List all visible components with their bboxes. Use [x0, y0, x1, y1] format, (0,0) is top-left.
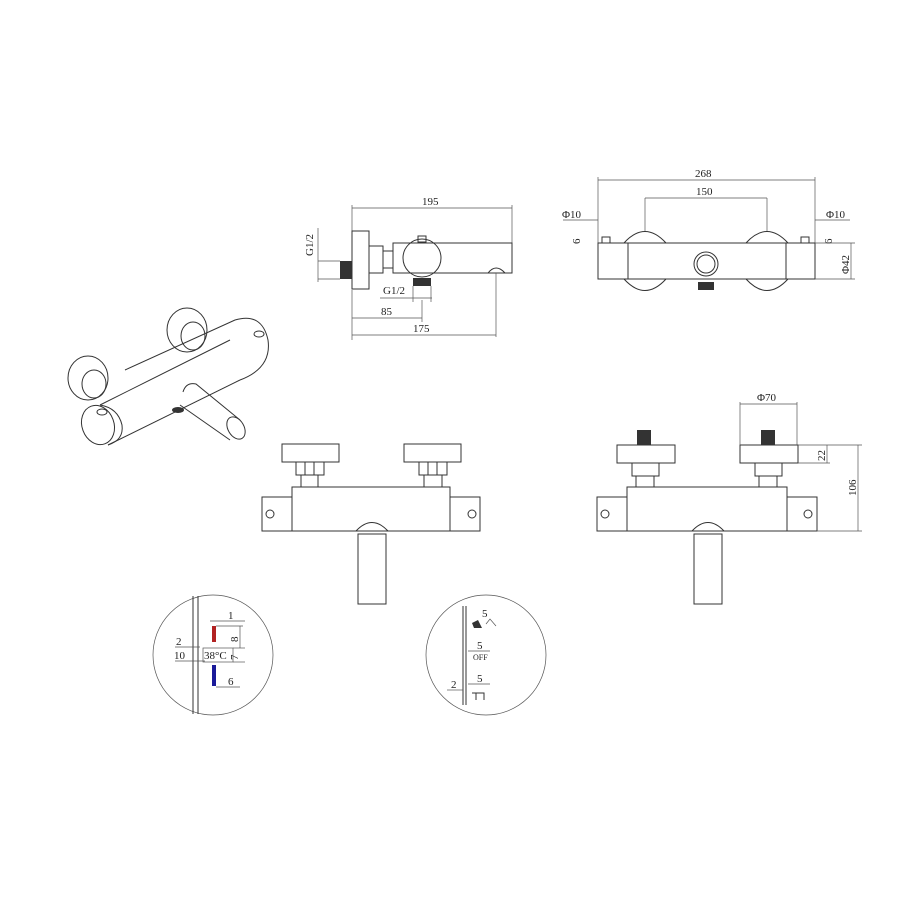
dim-phi42: Φ42: [840, 255, 852, 274]
front-view-left: [261, 443, 481, 605]
dim-2-flow: 2: [451, 679, 457, 691]
front-view-right: Φ70 22 106: [596, 392, 862, 605]
hot-indicator: [212, 626, 216, 642]
dim-10: 10: [174, 650, 186, 662]
label-38c: 38°C: [204, 650, 227, 662]
dim-1: 1: [228, 610, 234, 622]
dim-106: 106: [847, 479, 859, 496]
detail-flow: 5 5 OFF 5 2: [425, 594, 547, 716]
dim-8: 8: [229, 636, 241, 642]
top-view: 268 150 Φ10 Φ10 6 6 Φ42: [562, 168, 855, 291]
cold-indicator: [212, 665, 216, 686]
dim-6: 6: [228, 676, 234, 688]
dim-195: 195: [422, 196, 439, 208]
detail-temperature: 38°C 1 2 10 8 7 6: [152, 594, 274, 716]
dim-5-bottom: 5: [477, 673, 483, 685]
dim-5-mid: 5: [477, 640, 483, 652]
isometric-view: [67, 307, 269, 446]
dim-6-right: 6: [823, 238, 835, 244]
dim-6-left: 6: [571, 238, 583, 244]
dim-22: 22: [816, 450, 828, 461]
dim-phi10-right: Φ10: [826, 209, 846, 221]
dim-g12-inlet: G1/2: [304, 234, 316, 256]
side-view: 195 G1/2 G1/2 85 175: [304, 196, 513, 340]
dim-268: 268: [695, 168, 712, 180]
dim-7: 7: [229, 654, 241, 660]
dim-2: 2: [176, 636, 182, 648]
dim-85: 85: [381, 306, 393, 318]
dim-phi70: Φ70: [757, 392, 777, 404]
dim-175: 175: [413, 323, 430, 335]
dim-150: 150: [696, 186, 713, 198]
dim-5-top: 5: [482, 608, 488, 620]
dim-phi10-left: Φ10: [562, 209, 582, 221]
dim-g12-outlet: G1/2: [383, 285, 405, 297]
label-off: OFF: [473, 653, 488, 662]
